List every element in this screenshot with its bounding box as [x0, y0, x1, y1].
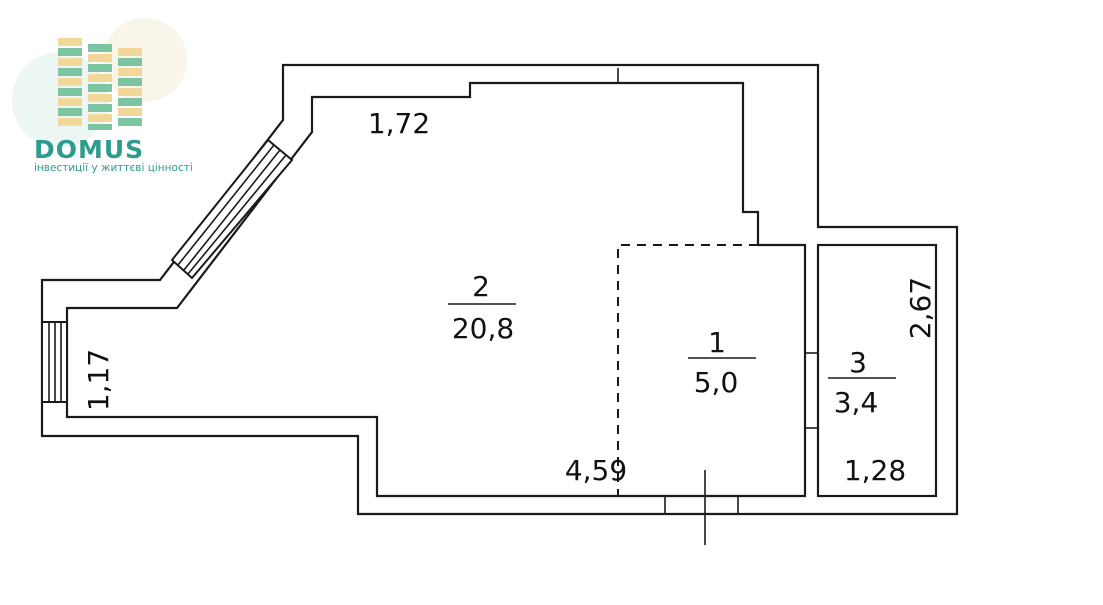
dimension-top: 1,72 [368, 107, 430, 140]
room-3-label: 3 3,4 [828, 346, 896, 419]
entrance-door [664, 470, 739, 545]
room-number: 2 [472, 270, 490, 303]
hall-zone-boundary [617, 244, 758, 496]
logo-tower-icon [88, 44, 112, 130]
outer-wall [40, 63, 959, 516]
room-number: 1 [708, 326, 726, 359]
room-area: 5,0 [694, 366, 739, 399]
logo-subtitle: інвестиції у життєві цінності [34, 162, 193, 174]
logo-tower-icon [58, 38, 82, 126]
logo-tower-icon [118, 48, 142, 126]
dimension-bath-width: 1,28 [844, 454, 906, 487]
dimension-bath-height: 2,67 [904, 277, 937, 339]
left-window [41, 321, 68, 403]
room-number: 3 [849, 346, 867, 379]
logo-glow-right [103, 18, 187, 102]
inner-wall-main [65, 81, 807, 498]
diagonal-window [170, 138, 294, 280]
dimension-bottom: 4,59 [565, 454, 627, 487]
bathroom-wall [816, 243, 938, 498]
room-2-label: 2 20,8 [448, 270, 516, 345]
logo-title: DOMUS [34, 135, 144, 164]
dimension-left: 1,17 [82, 349, 115, 411]
room-area: 3,4 [834, 386, 879, 419]
room-area: 20,8 [452, 312, 514, 345]
domus-logo: DOMUS інвестиції у життєві цінності [12, 18, 193, 174]
room-1-label: 1 5,0 [688, 326, 756, 399]
